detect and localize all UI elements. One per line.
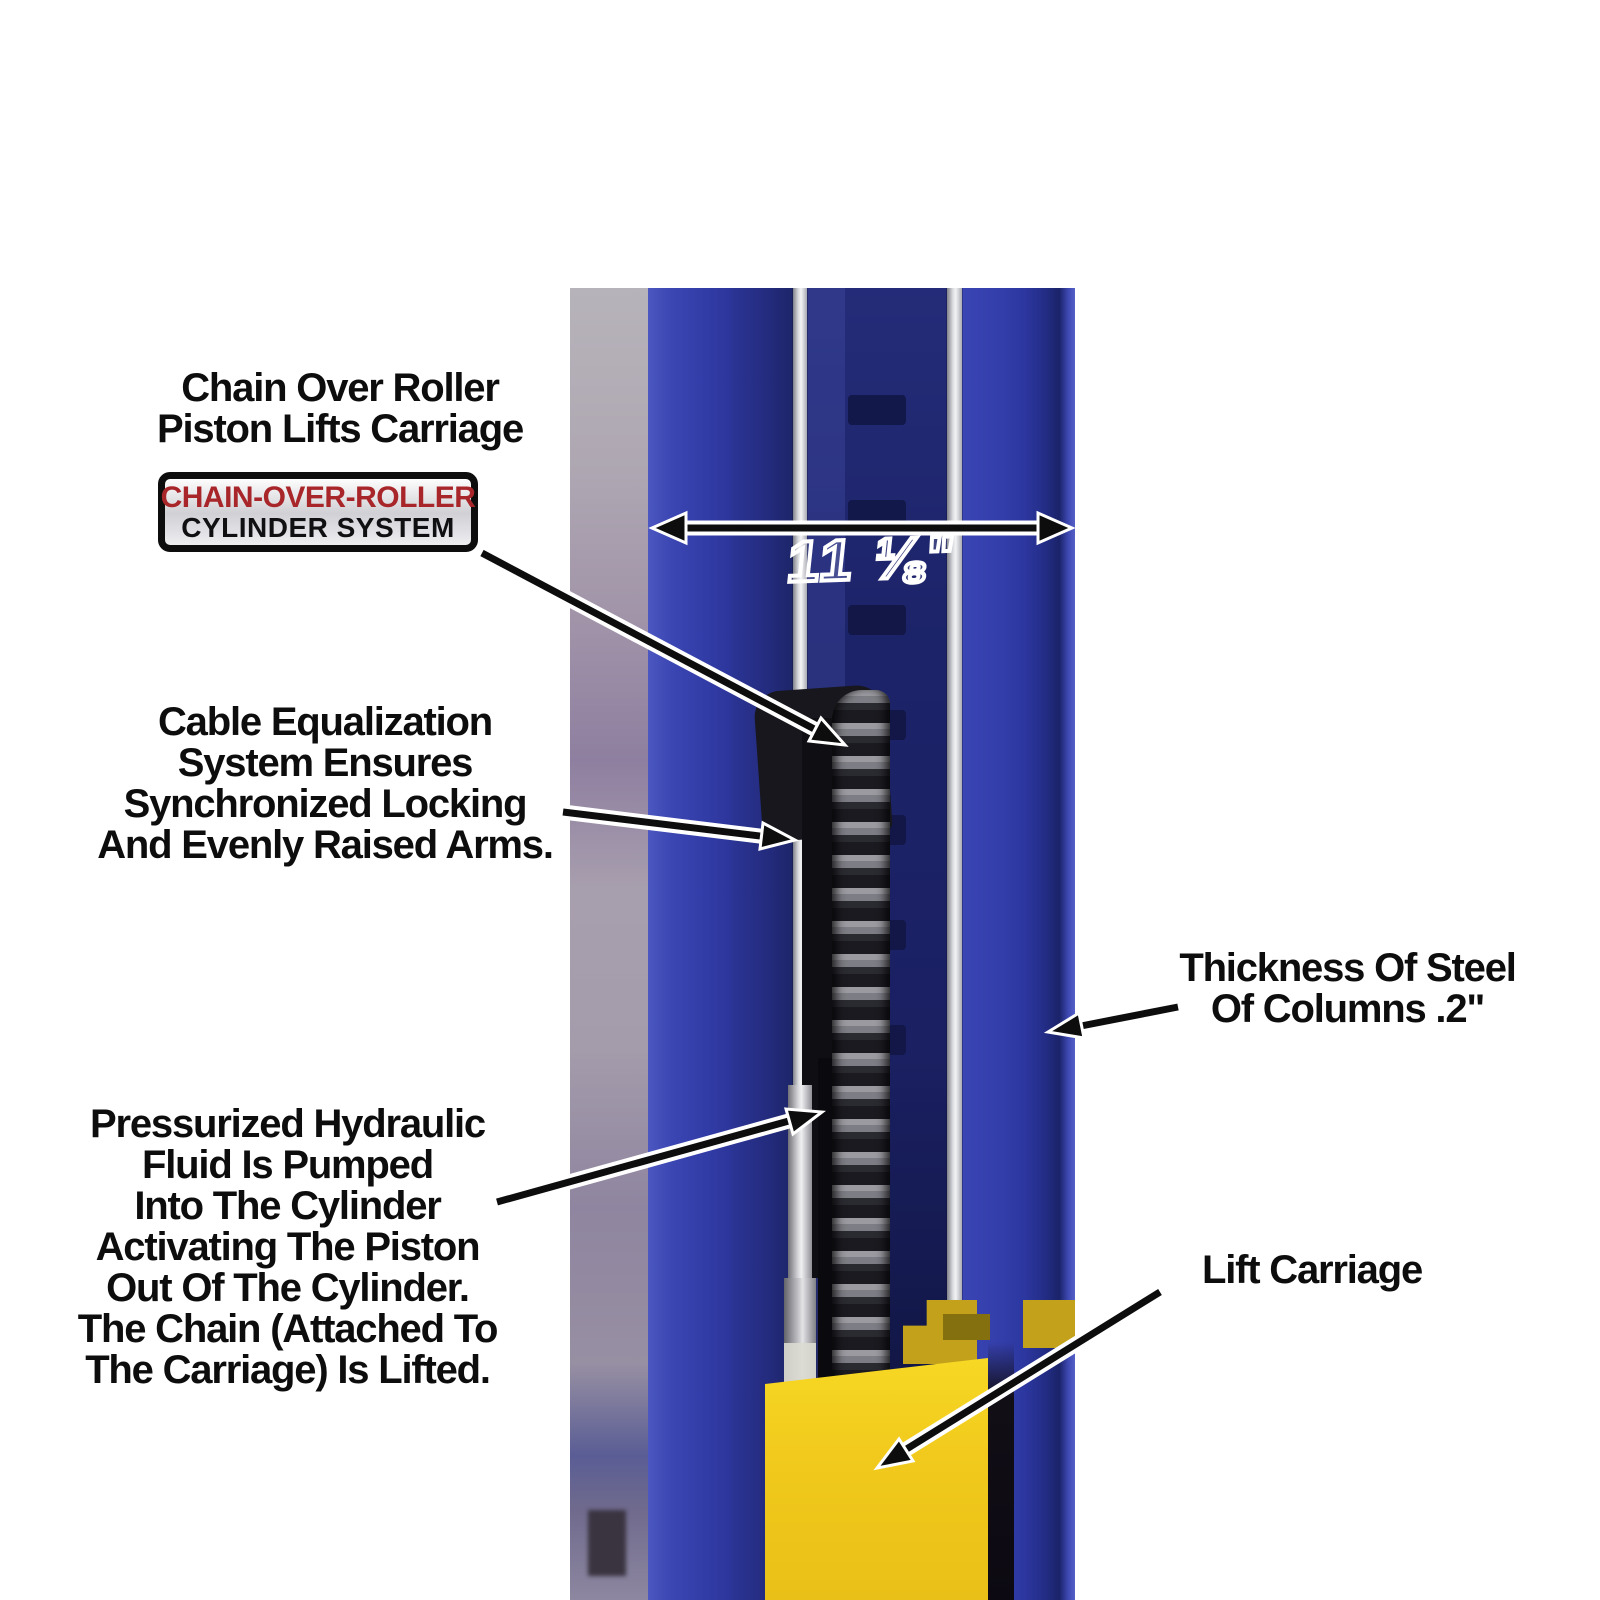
annotation-line: Lift Carriage xyxy=(1201,1248,1423,1292)
lift-chain xyxy=(832,690,890,1394)
dimension-label: 11 ⅛" xyxy=(782,522,962,597)
column-photo xyxy=(570,288,1075,1600)
annotation-line: The Chain (Attached To xyxy=(77,1307,499,1351)
annotation-line: Out Of The Cylinder. xyxy=(106,1266,470,1310)
annotation-line: Cable Equalization xyxy=(157,700,493,744)
note-cable-equalization: Cable Equalization System Ensures Synchr… xyxy=(70,702,580,866)
lift-carriage-body xyxy=(765,1358,988,1600)
carriage-tab-notch xyxy=(943,1314,990,1340)
equalization-cable-right xyxy=(947,288,962,1392)
lock-notch xyxy=(848,605,906,635)
annotation-line: And Evenly Raised Arms. xyxy=(97,823,554,867)
annotation-line: Into The Cylinder xyxy=(134,1184,441,1228)
carriage-shadow xyxy=(988,1342,1014,1600)
note-lift-carriage: Lift Carriage xyxy=(1162,1250,1462,1291)
annotation-line: Piston Lifts Carriage xyxy=(157,407,524,451)
note-pressurized-hydraulic: Pressurized Hydraulic Fluid Is Pumped In… xyxy=(35,1104,540,1391)
column-side-face xyxy=(570,288,648,1600)
badge-line-2: CYLINDER SYSTEM xyxy=(181,511,455,543)
column-side-reflection xyxy=(588,1510,626,1576)
annotation-line: Thickness Of Steel xyxy=(1179,946,1517,990)
annotation-line: System Ensures xyxy=(177,741,474,785)
note-chain-over-roller: Chain Over Roller Piston Lifts Carriage xyxy=(90,368,590,450)
annotation-line: Activating The Piston xyxy=(95,1225,481,1269)
annotation-line: Synchronized Locking xyxy=(123,782,528,826)
carriage-lock-tab xyxy=(1023,1300,1075,1348)
column-left-recess xyxy=(732,288,793,1600)
annotation-line: The Carriage) Is Lifted. xyxy=(85,1348,491,1392)
annotation-line: Of Columns .2" xyxy=(1210,987,1486,1031)
chain-over-roller-badge: CHAIN-OVER-ROLLER CYLINDER SYSTEM xyxy=(158,472,478,552)
column-left-flange xyxy=(648,288,732,1600)
annotation-line: Pressurized Hydraulic xyxy=(90,1102,486,1146)
note-steel-thickness: Thickness Of Steel Of Columns .2" xyxy=(1150,948,1545,1030)
annotation-line: Fluid Is Pumped xyxy=(142,1143,434,1187)
lock-notch xyxy=(848,395,906,425)
badge-line-1: CHAIN-OVER-ROLLER xyxy=(160,480,476,514)
annotation-line: Chain Over Roller xyxy=(181,366,500,410)
